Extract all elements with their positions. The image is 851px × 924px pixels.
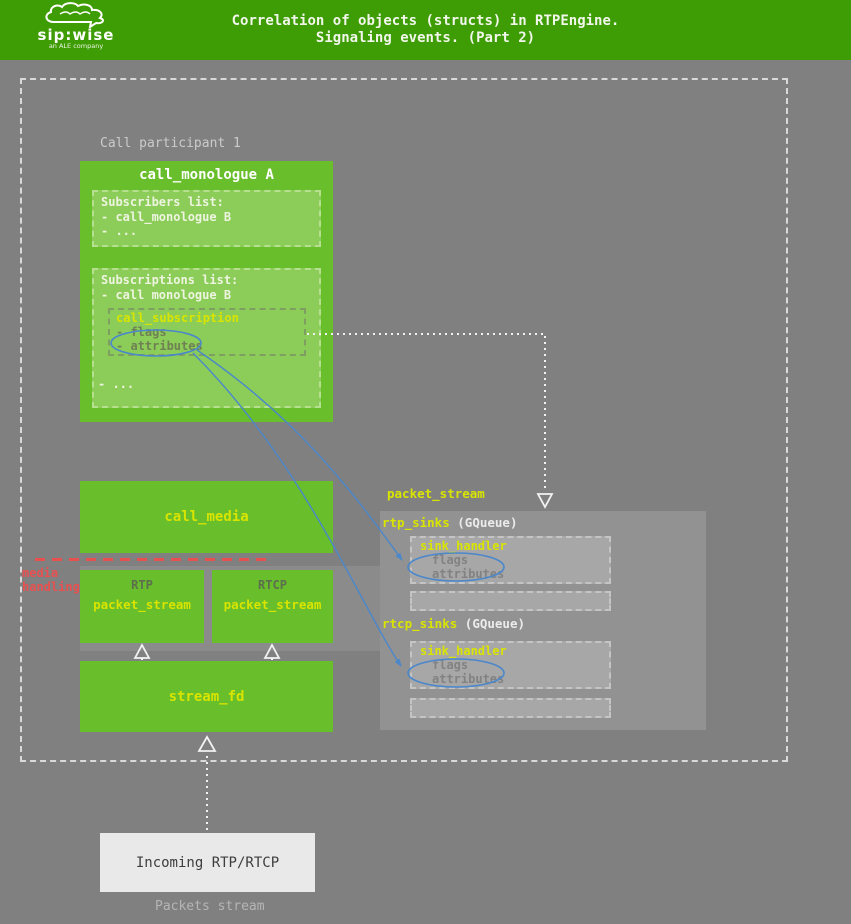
media-handling-divider xyxy=(35,558,271,561)
slide-title: Correlation of objects (structs) in RTPE… xyxy=(0,13,851,47)
subscribers-list-box: Subscribers list: - call_monologue B - .… xyxy=(92,190,321,247)
subscriptions-item: - call monologue B xyxy=(101,287,232,302)
rtcp-sinks-heading: rtcp_sinks (GQueue) xyxy=(382,616,526,631)
stream-fd-title: stream_fd xyxy=(168,688,245,705)
logo-cloud-icon xyxy=(28,2,124,28)
stream-fd-box: stream_fd xyxy=(80,661,333,732)
subscribers-title: Subscribers list: xyxy=(101,195,224,209)
rtp-label: RTP xyxy=(131,578,153,592)
sink-handler-field: attributes xyxy=(432,672,505,686)
rtp-sink-handler-box: sink_handler flags attributes xyxy=(410,536,611,584)
rtcp-packet-stream-title: packet_stream xyxy=(223,597,322,612)
slide-title-line2: Signaling events. (Part 2) xyxy=(315,30,536,46)
incoming-box-label: Incoming RTP/RTCP xyxy=(135,854,280,871)
header-bar: sip:wise an ALE company Correlation of o… xyxy=(0,0,851,60)
sink-handler-title: sink_handler xyxy=(420,539,507,553)
rtcp-sink-empty-slot xyxy=(410,698,611,718)
sink-handler-title: sink_handler xyxy=(420,644,507,658)
call-subscription-field: - flags xyxy=(116,325,167,339)
rtp-packet-stream-title: packet_stream xyxy=(93,597,191,612)
logo-text: sip:wise xyxy=(37,26,115,44)
incoming-rtp-rtcp-box: Incoming RTP/RTCP xyxy=(100,833,315,892)
sink-handler-field: flags xyxy=(432,553,469,567)
rtp-sink-empty-slot xyxy=(410,591,611,611)
rtcp-label: RTCP xyxy=(258,578,287,592)
subscriptions-title: Subscriptions list: xyxy=(101,273,239,287)
call-media-box: call_media xyxy=(80,481,333,553)
rtp-packet-stream-box: RTP packet_stream xyxy=(80,570,204,643)
call-monologue-title: call_monologue A xyxy=(139,167,274,183)
media-handling-label: media handling xyxy=(22,566,80,594)
packet-stream-panel-label: packet_stream xyxy=(387,486,485,501)
rtcp-sink-handler-box: sink_handler flags attributes xyxy=(410,641,611,689)
call-subscription-box: call_subscription - flags - attributes xyxy=(108,308,306,356)
sipwise-logo: sip:wise an ALE company xyxy=(28,2,124,51)
call-subscription-title: call_subscription xyxy=(116,311,239,325)
logo-tagline: an ALE company xyxy=(48,42,104,50)
call-boundary-frame xyxy=(20,78,788,762)
subscribers-item: - ... xyxy=(101,224,138,238)
rtcp-packet-stream-box: RTCP packet_stream xyxy=(212,570,333,643)
subscribers-item: - call_monologue B xyxy=(101,209,232,224)
sink-handler-field: flags xyxy=(432,658,469,672)
slide-title-line1: Correlation of objects (structs) in RTPE… xyxy=(231,13,620,29)
participant-label: Call participant 1 xyxy=(100,136,241,151)
call-subscription-field: - attributes xyxy=(116,339,203,353)
packets-stream-label: Packets stream xyxy=(155,899,265,914)
call-media-title: call_media xyxy=(164,509,249,525)
subscriptions-more: - ... xyxy=(98,377,135,391)
sink-handler-field: attributes xyxy=(432,567,505,581)
rtp-sinks-heading: rtp_sinks (GQueue) xyxy=(382,515,518,530)
